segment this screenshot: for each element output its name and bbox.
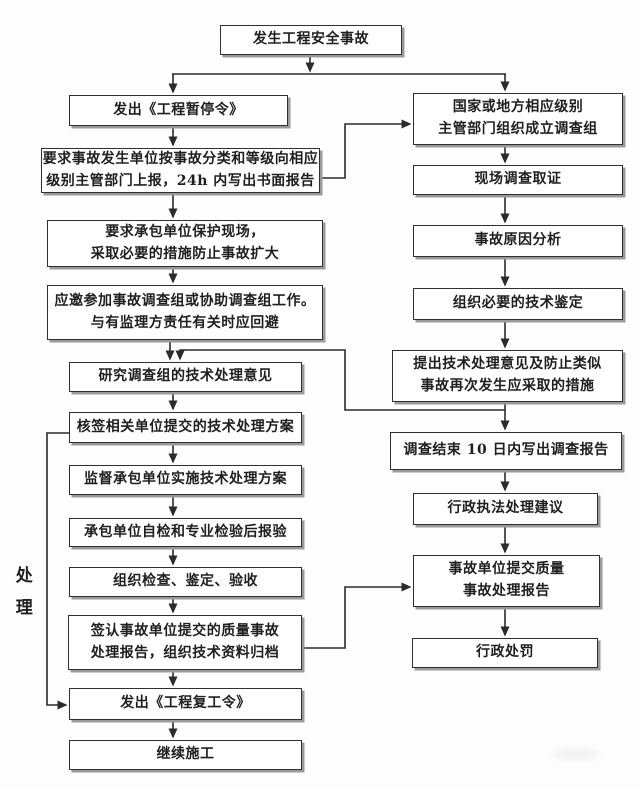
node-report-to-authority: 要求事故发生单位按事故分类和等级向相应 级别主管部门上报，24h 内写出书面报告	[41, 148, 320, 193]
node-continue-construction: 继续施工	[69, 740, 302, 770]
node-sign-quality-report: 签认事故单位提交的质量事故 处理报告，组织技术资料归档	[68, 615, 302, 670]
node-propose-measures: 提出技术处理意见及防止类似 事故再次发生应采取的措施	[392, 350, 623, 402]
node-countersign-plan: 核签相关单位提交的技术处理方案	[69, 412, 302, 443]
node-technical-appraisal: 组织必要的技术鉴定	[413, 288, 623, 320]
node-cause-analysis: 事故原因分析	[413, 225, 623, 257]
node-investigation-report: 调查结束 10 日内写出调查报告	[390, 432, 622, 470]
node-contractor-self-inspection: 承包单位自检和专业检验后报验	[69, 518, 302, 547]
node-organize-acceptance: 组织检查、鉴定、验收	[69, 567, 302, 597]
watermark-smudge	[552, 748, 600, 760]
node-site-investigation: 现场调查取证	[413, 165, 623, 195]
node-join-investigation: 应邀参加事故调查组或协助调查组工作。 与有监理方责任有关时应回避	[47, 285, 323, 340]
node-law-enforcement-suggestion: 行政执法处理建议	[413, 493, 598, 525]
node-administrative-penalty: 行政处罚	[412, 638, 598, 668]
node-issue-suspension-order: 发出《工程暂停令》	[69, 95, 288, 126]
node-issue-resume-order: 发出《工程复工令》	[69, 688, 302, 720]
node-study-opinions: 研究调查组的技术处理意见	[69, 362, 302, 392]
node-form-investigation-team: 国家或地方相应级别 主管部门组织成立调查组	[413, 93, 623, 145]
node-protect-site: 要求承包单位保护现场， 采取必要的措施防止事故扩大	[47, 220, 323, 267]
node-accident-occurs: 发生工程安全事故	[220, 25, 402, 55]
node-unit-submit-report: 事故单位提交质量 事故处理报告	[413, 555, 600, 607]
node-supervise-implementation: 监督承包单位实施技术处理方案	[69, 465, 302, 495]
side-label-handling: 处理	[15, 566, 33, 619]
